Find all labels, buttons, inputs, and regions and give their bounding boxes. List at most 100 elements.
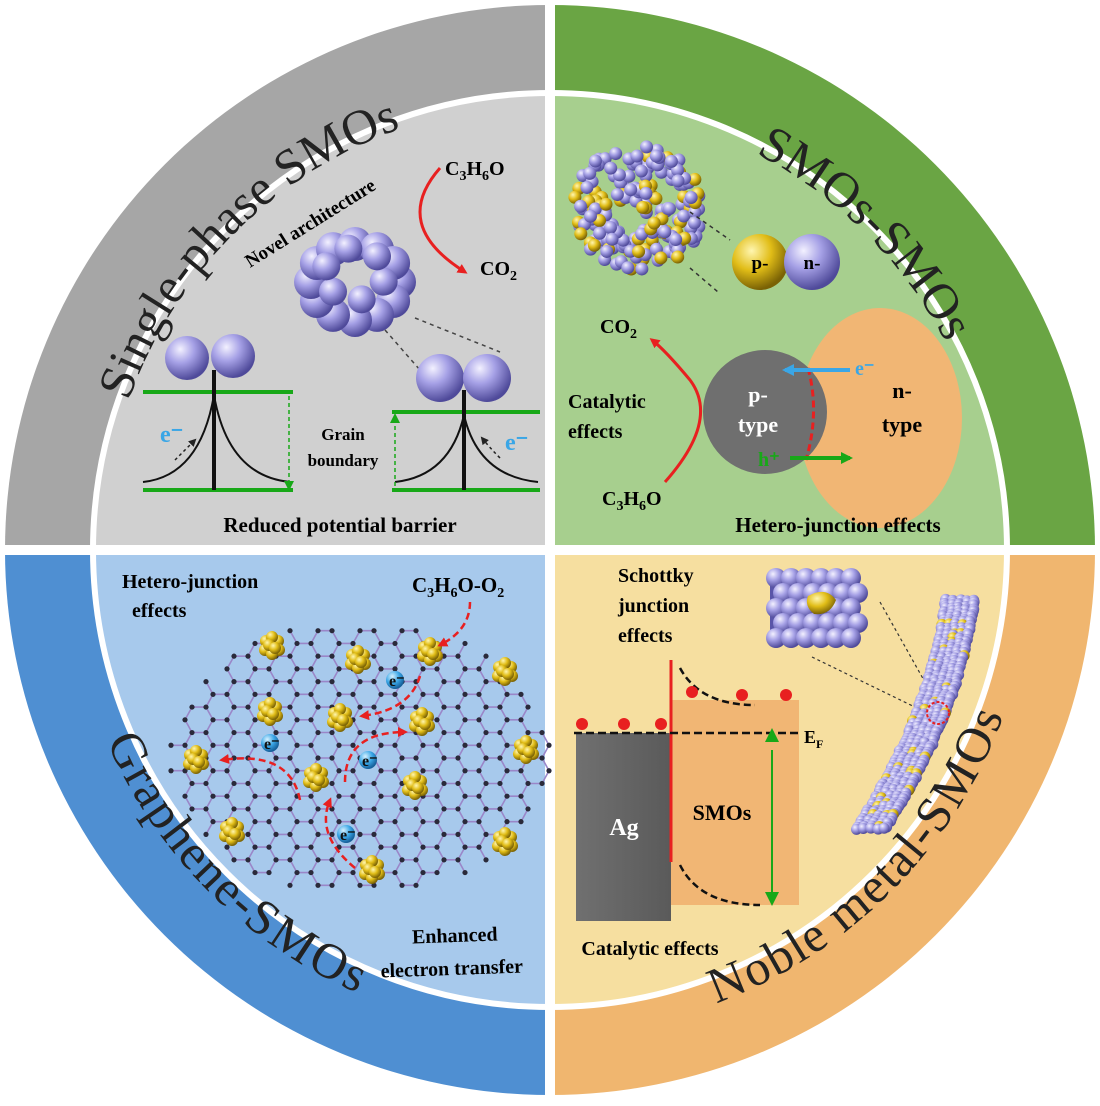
graphene-atom [266, 691, 272, 697]
surface-atom [773, 583, 793, 603]
graphene-atom [273, 831, 279, 837]
sphere [312, 252, 341, 281]
tube-atom [878, 822, 890, 834]
graphene-atom [420, 742, 426, 748]
graphene-atom [350, 768, 356, 774]
surface-atom [788, 583, 808, 603]
graphene-atom [420, 691, 426, 697]
graphene-atom [455, 729, 461, 736]
graphene-atom [329, 882, 335, 888]
graphene-atom [252, 742, 258, 748]
surface-atom [841, 598, 861, 618]
sphere [688, 205, 702, 219]
graphene-atom [420, 666, 426, 672]
graphene-atom [210, 768, 216, 774]
graphene-atom [350, 793, 356, 799]
surface-atom [826, 628, 846, 648]
graphene-atom [273, 806, 279, 812]
graphene-sheet [168, 628, 552, 888]
graphene-atom [357, 729, 363, 736]
graphene-atom [546, 742, 552, 748]
graphene-atom [420, 819, 426, 825]
graphene-atom [399, 704, 405, 710]
sphere [671, 250, 685, 264]
graphene-atom [182, 793, 188, 799]
sphere [688, 172, 702, 186]
graphene-atom [455, 857, 461, 863]
graphene-atom [252, 717, 258, 723]
graphene-atom [539, 729, 545, 736]
sphere [658, 225, 672, 239]
electron-label: e⁻ [855, 358, 874, 380]
surface-atom [848, 583, 868, 603]
ag-block [576, 733, 671, 921]
sphere [587, 238, 601, 252]
graphene-atom [497, 806, 503, 812]
graphene-atom [441, 755, 447, 761]
graphene-atom [462, 666, 468, 672]
graphene-atom [287, 704, 293, 710]
graphene-atom [357, 679, 363, 685]
graphene-atom [252, 869, 258, 876]
graphene-atom [441, 729, 447, 736]
graphene-atom [525, 704, 531, 710]
sphere [632, 245, 646, 259]
highlight-circle [926, 701, 950, 725]
nanoparticle [427, 648, 439, 660]
graphene-atom [357, 780, 363, 787]
reactant-label: C3H6O [445, 158, 505, 184]
sphere [671, 174, 685, 188]
sphere [347, 285, 376, 314]
enhanced-transfer-label: Enhanced [412, 924, 498, 949]
graphene-atom [378, 666, 384, 672]
graphene-atom [371, 780, 377, 787]
graphene-atom [168, 768, 174, 774]
n-type-label: n- [892, 378, 912, 403]
surface-atom [781, 568, 801, 588]
catalytic-caption: Catalytic effects [581, 938, 718, 960]
sphere [165, 336, 209, 380]
graphene-atom [287, 806, 293, 812]
graphene-atom [350, 819, 356, 825]
graphene-atom [210, 793, 216, 799]
graphene-atom [476, 742, 482, 748]
graphene-atom [483, 857, 489, 863]
electron-dot [655, 718, 667, 730]
band-bending-bottom [678, 864, 761, 907]
sphere [416, 354, 464, 402]
graphene-atom [497, 780, 503, 787]
graphene-atom [315, 653, 321, 659]
nanoparticle-cluster [417, 637, 443, 666]
sphere [649, 149, 663, 163]
graphene-atom [371, 628, 377, 634]
graphene-atom [210, 742, 216, 748]
graphene-atom [539, 755, 545, 761]
graphene-atom [525, 780, 531, 787]
graphene-atom [189, 704, 195, 710]
graphene-atom [336, 742, 342, 748]
graphene-atom [483, 755, 489, 761]
fermi-label: EF [804, 727, 823, 751]
graphene-atom [245, 806, 251, 812]
graphene-atom [266, 819, 272, 825]
graphene-atom [294, 844, 300, 850]
graphene-atom [329, 653, 335, 659]
graphene-atom [476, 666, 482, 672]
graphene-atom [392, 819, 398, 825]
graphene-atom [434, 768, 440, 774]
grain-boundary-label: Grain [321, 425, 365, 444]
sphere [369, 267, 398, 296]
p-type-label: p- [748, 382, 768, 407]
graphene-atom [203, 831, 209, 837]
graphene-atom [378, 793, 384, 799]
graphene-atom [294, 691, 300, 697]
electron-left: e⁻ [160, 422, 183, 448]
nanoparticle [369, 866, 381, 878]
sphere [609, 147, 623, 161]
graphene-atom [378, 768, 384, 774]
electron-marker [359, 751, 377, 769]
graphene-atom [462, 819, 468, 825]
graphene-atom [441, 831, 447, 837]
nanoparticle [419, 718, 431, 730]
graphene-atom [504, 819, 510, 825]
